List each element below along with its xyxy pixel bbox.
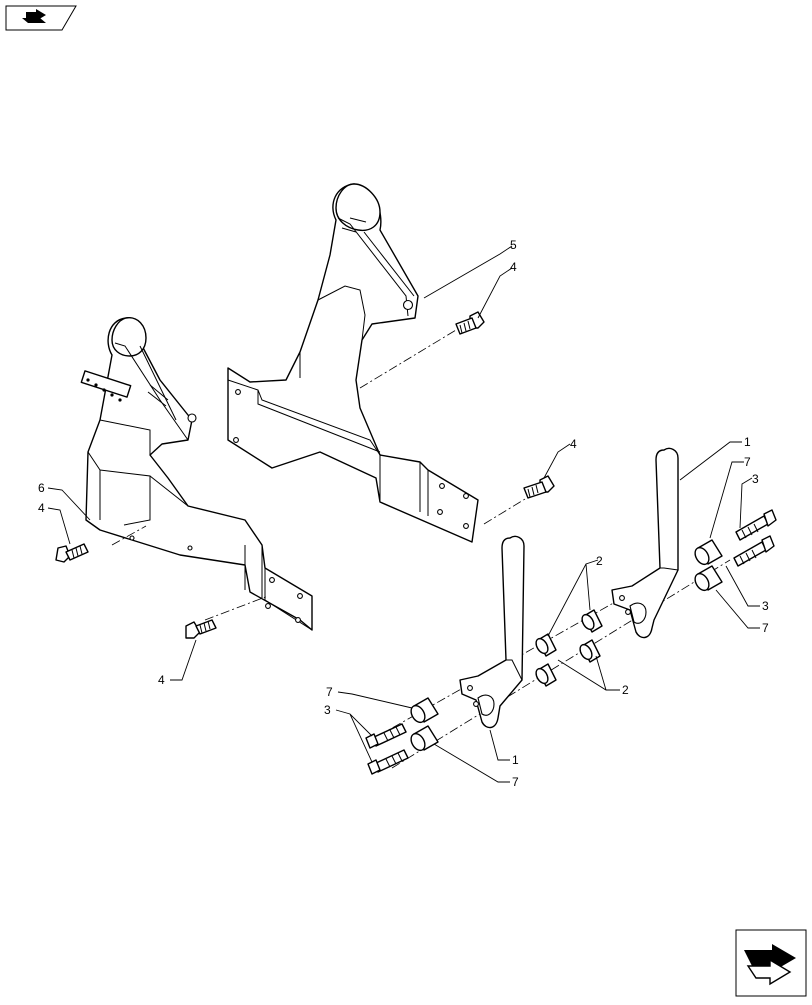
- bolt-item-4-middle: [523, 475, 555, 499]
- bracket-item-5: [227, 183, 479, 543]
- bolt-item-3-right-lower: [733, 535, 775, 567]
- bolt-item-3-left-upper: [365, 723, 407, 749]
- bushing-item-7-b: [694, 565, 723, 592]
- callout-2-lower: 2: [622, 683, 629, 697]
- callout-4-lower: 4: [158, 673, 165, 687]
- callout-7-right-lower: 7: [762, 621, 769, 635]
- bushing-item-7-c: [410, 697, 439, 724]
- plate-item-1-left: [459, 535, 525, 729]
- callout-1-left: 1: [512, 753, 519, 767]
- bushing-item-2-d: [579, 639, 601, 663]
- callout-1-right: 1: [744, 435, 751, 449]
- bolt-item-4-upper: [455, 311, 485, 335]
- bolt-item-4-lower: [185, 619, 217, 639]
- bushing-item-2-a: [535, 633, 557, 657]
- callout-3-right-upper: 3: [752, 472, 759, 486]
- bolt-item-3-left-lower: [367, 749, 409, 775]
- bushing-item-2-c: [535, 663, 557, 687]
- callout-3-left: 3: [324, 703, 331, 717]
- bushing-item-7-d: [410, 725, 439, 752]
- callout-7-left-upper: 7: [326, 685, 333, 699]
- callout-3-right-lower: 3: [762, 599, 769, 613]
- bolt-item-4-left: [55, 543, 89, 563]
- exploded-view-icon[interactable]: [5, 5, 77, 31]
- bracket-item-6: [80, 317, 313, 631]
- callout-4-middle: 4: [570, 437, 577, 451]
- plate-item-1-right: [611, 447, 679, 639]
- callout-4-upper: 4: [510, 260, 517, 274]
- callout-5: 5: [510, 238, 517, 252]
- callout-6: 6: [38, 481, 45, 495]
- callout-4-left: 4: [38, 501, 45, 515]
- callout-2-upper: 2: [596, 554, 603, 568]
- bushing-item-2-b: [581, 609, 603, 633]
- next-page-arrow-icon[interactable]: [735, 929, 807, 997]
- bolt-item-3-right-upper: [735, 509, 777, 541]
- callout-7-left-lower: 7: [512, 775, 519, 789]
- callout-7-right-upper: 7: [744, 455, 751, 469]
- bushing-item-7-a: [694, 539, 723, 566]
